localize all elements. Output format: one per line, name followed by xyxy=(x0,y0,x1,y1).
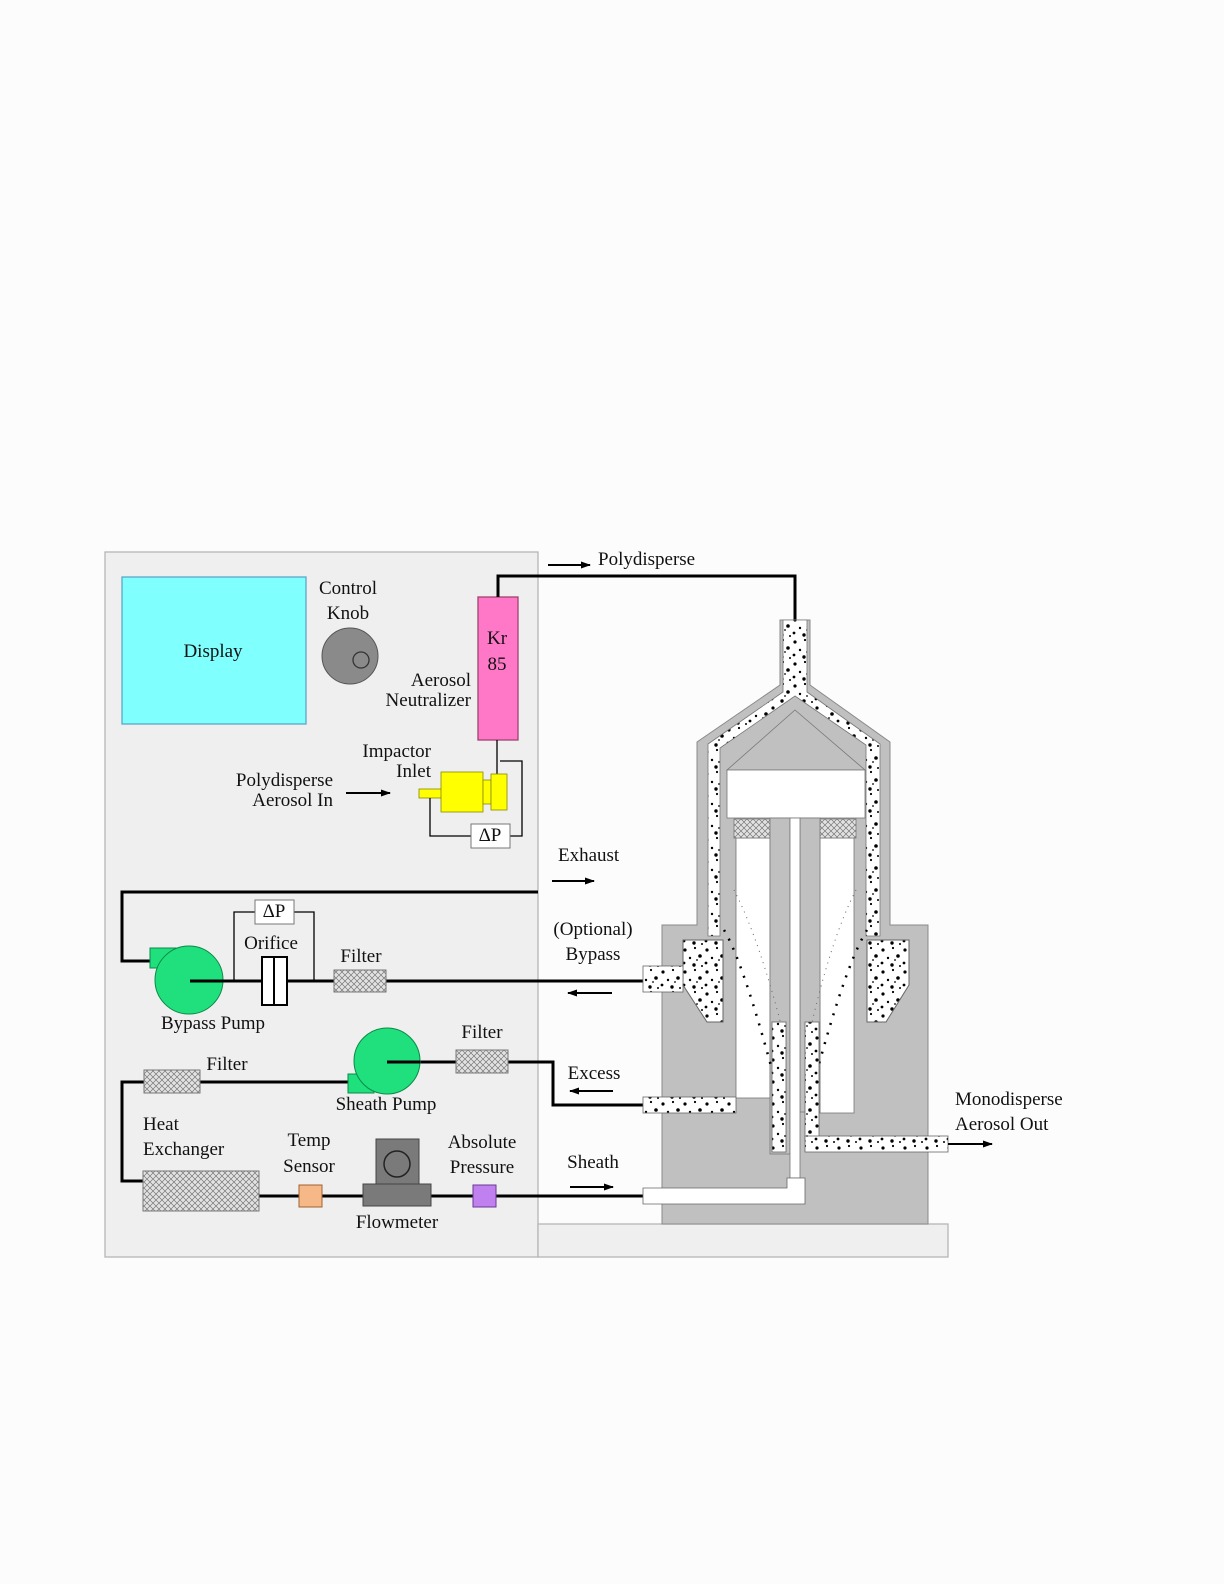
excess-label: Excess xyxy=(568,1063,621,1084)
sheath-label: Sheath xyxy=(567,1152,619,1173)
column-base xyxy=(538,1224,948,1257)
temp-sensor-label-1: Temp xyxy=(288,1130,331,1151)
absolute-pressure-label-2: Pressure xyxy=(450,1157,514,1178)
display-label: Display xyxy=(183,641,243,662)
sheath-filter xyxy=(144,1070,200,1093)
mono-out-label-1: Monodisperse xyxy=(955,1089,1063,1110)
poly-in-label-2: Aerosol In xyxy=(252,790,333,811)
control-knob-label-1: Control xyxy=(319,578,377,599)
orifice-dp-label: ΔP xyxy=(263,901,286,922)
bypass-pump-label: Bypass Pump xyxy=(161,1013,265,1034)
sheath-pump-label: Sheath Pump xyxy=(336,1094,437,1115)
bypass-filter xyxy=(334,970,386,992)
sample-slit-channel xyxy=(790,818,800,1178)
excess-filter xyxy=(456,1050,508,1073)
sheath-screen-right xyxy=(820,819,856,838)
impactor-label-2: Inlet xyxy=(396,761,432,782)
dma-column xyxy=(643,620,948,1224)
excess-outlet-port xyxy=(643,1097,736,1113)
exhaust-label: Exhaust xyxy=(558,845,620,866)
temp-sensor-label-2: Sensor xyxy=(283,1156,335,1177)
control-knob-label-2: Knob xyxy=(327,603,369,624)
kr-label: Kr xyxy=(487,628,508,649)
bypass-filter-label: Filter xyxy=(340,946,382,967)
absolute-pressure-label-1: Absolute xyxy=(448,1132,517,1153)
upper-sheath-chamber xyxy=(727,770,865,818)
kr-number: 85 xyxy=(488,654,507,675)
bypass-port xyxy=(643,966,683,992)
orifice xyxy=(262,957,287,1005)
mono-out-label-2: Aerosol Out xyxy=(955,1114,1049,1135)
neutralizer-label-2: Neutralizer xyxy=(386,690,472,711)
polydisperse-label: Polydisperse xyxy=(598,549,695,570)
excess-filter-label: Filter xyxy=(461,1022,503,1043)
temp-sensor xyxy=(299,1185,322,1207)
lower-dotted-channel-right xyxy=(805,1022,819,1140)
heat-exchanger-label-2: Exchanger xyxy=(143,1139,225,1160)
optional-bypass-label-1: (Optional) xyxy=(553,919,632,940)
control-knob[interactable] xyxy=(322,628,378,684)
classification-region-right xyxy=(820,838,854,1113)
absolute-pressure-sensor xyxy=(473,1185,496,1207)
optional-bypass-label-2: Bypass xyxy=(566,944,621,965)
orifice-label: Orifice xyxy=(244,933,298,954)
heat-exchanger-label-1: Heat xyxy=(143,1114,180,1135)
impactor-label-1: Impactor xyxy=(362,741,431,762)
neutralizer-label-1: Aerosol xyxy=(411,670,471,691)
polydisperse-line xyxy=(498,576,795,621)
sheath-screen-left xyxy=(734,819,770,838)
sheath-filter-label: Filter xyxy=(206,1054,248,1075)
heat-exchanger xyxy=(143,1171,259,1211)
monodisperse-outlet xyxy=(805,1136,948,1152)
impactor-dp-label: ΔP xyxy=(479,825,502,846)
lower-dotted-channel-left xyxy=(772,1022,786,1152)
flowmeter-label: Flowmeter xyxy=(356,1212,439,1233)
poly-in-label-1: Polydisperse xyxy=(236,770,333,791)
